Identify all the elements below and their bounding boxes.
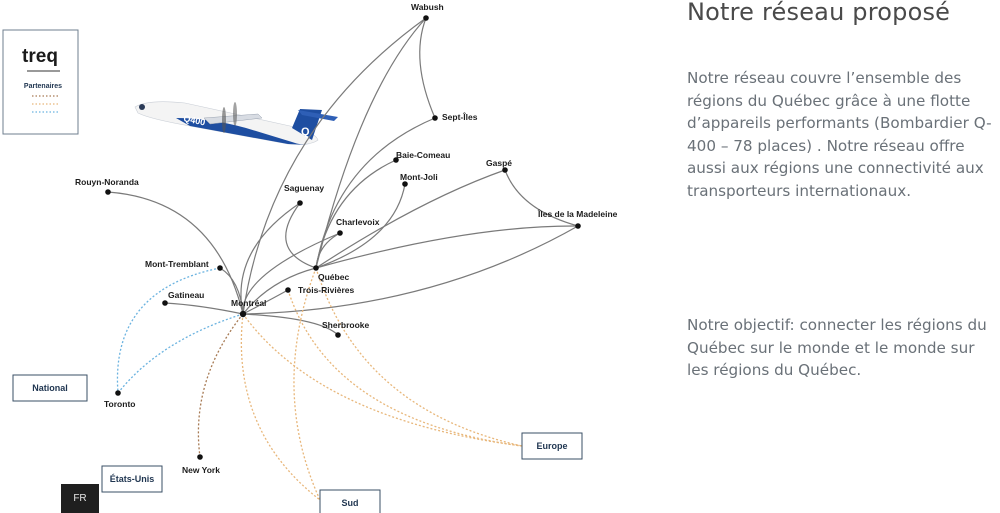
aircraft-fuselage <box>134 101 319 145</box>
region-label-national: National <box>32 383 68 393</box>
route-quebec-mont-joli <box>315 183 406 269</box>
route-montreal-new-york <box>197 313 244 458</box>
city-label-charlevoix: Charlevoix <box>336 217 380 227</box>
city-label-sherbrooke: Sherbrooke <box>322 320 370 330</box>
city-dot-new-york <box>197 454 203 460</box>
city-dot-toronto <box>115 390 121 396</box>
city-dot-sherbrooke <box>335 332 341 338</box>
route-quebec-iles <box>315 225 579 269</box>
city-dot-saguenay <box>297 200 303 206</box>
city-dot-baie-comeau <box>393 157 399 163</box>
etats-unis-routes <box>197 313 244 458</box>
city-dot-quebec <box>313 265 319 271</box>
aircraft-illustration: Q Q400 <box>134 101 338 145</box>
city-label-mont-tremblant: Mont-Tremblant <box>145 259 209 269</box>
aircraft-cockpit <box>139 104 145 110</box>
aircraft-propeller-right <box>233 102 237 126</box>
route-quebec-sept-iles <box>315 117 436 269</box>
network-description: Notre réseau couvre l’ensemble des régio… <box>687 69 992 200</box>
city-label-montreal: Montréal <box>231 298 266 308</box>
aircraft-model-label: Q400 <box>183 113 207 127</box>
city-dot-montreal <box>239 310 247 318</box>
city-dot-gatineau <box>162 300 168 306</box>
region-box-etats-unis: États-Unis <box>101 465 163 493</box>
city-dot-trois-rivieres <box>285 287 291 293</box>
region-box-national: National <box>12 374 88 402</box>
route-montreal-sherbrooke <box>242 313 339 336</box>
legend-title: Partenaires <box>24 83 62 90</box>
page-title: Notre réseau proposé <box>687 0 951 26</box>
international-routes <box>240 267 523 501</box>
city-label-mont-joli: Mont-Joli <box>400 172 438 182</box>
city-labels: Wabush Sept-Îles Baie-Comeau Mont-Joli G… <box>75 2 618 475</box>
route-montreal-quebec <box>242 267 317 315</box>
route-quebec-sud <box>293 267 321 501</box>
city-label-wabush: Wabush <box>411 2 444 12</box>
route-quebec-baie-comeau <box>315 159 397 269</box>
route-montreal-gatineau <box>164 302 244 315</box>
city-dot-charlevoix <box>337 230 343 236</box>
route-quebec-saguenay <box>285 202 317 269</box>
city-label-saguenay: Saguenay <box>284 183 324 193</box>
city-dot-rouyn-noranda <box>105 189 111 195</box>
treq-logo: treq <box>22 46 58 67</box>
city-label-rouyn-noranda: Rouyn-Noranda <box>75 177 139 187</box>
route-quebec-europe <box>315 267 523 447</box>
partners-legend: treq Partenaires <box>2 29 79 135</box>
national-routes <box>116 267 244 394</box>
region-box-sud: Sud <box>319 489 381 513</box>
route-trois-rivieres-europe <box>287 289 523 447</box>
route-quebec-gaspe <box>315 169 506 269</box>
city-label-toronto: Toronto <box>104 399 135 409</box>
route-montreal-rouyn <box>107 191 244 315</box>
route-quebec-wabush <box>315 17 427 269</box>
region-label-etats-unis: États-Unis <box>110 474 155 484</box>
route-gaspe-iles <box>504 169 579 227</box>
route-montreal-sud <box>240 313 321 501</box>
city-label-new-york: New York <box>182 465 220 475</box>
region-box-europe: Europe <box>521 432 583 460</box>
route-mont-tremblant-toronto <box>116 267 221 394</box>
region-label-sud: Sud <box>342 498 359 508</box>
aircraft-propeller-left <box>222 107 226 133</box>
route-montreal-toronto <box>117 313 244 394</box>
route-wabush-sept-iles <box>419 17 436 119</box>
region-label-europe: Europe <box>536 441 567 451</box>
route-montreal-mont-tremblant <box>219 267 244 315</box>
route-montreal-iles <box>242 225 579 315</box>
objective-description: Notre objectif: connecter les régions du… <box>687 316 987 380</box>
city-label-sept-iles: Sept-Îles <box>442 111 478 122</box>
aircraft-stabilizer <box>298 110 338 121</box>
city-dot-mont-joli <box>402 181 408 187</box>
aircraft-tail-letter: Q <box>301 126 310 138</box>
domestic-routes <box>107 17 579 336</box>
aircraft-livery <box>176 118 310 145</box>
city-label-iles-madeleine: Îles de la Madeleine <box>537 208 618 219</box>
aircraft-wing <box>203 113 263 125</box>
city-label-gaspe: Gaspé <box>486 158 512 168</box>
route-map: treq Partenaires Q Q400 <box>2 2 618 513</box>
city-label-trois-rivieres: Trois-Rivières <box>298 285 354 295</box>
route-montreal-trois-rivieres <box>242 289 289 315</box>
city-dot-gaspe <box>502 167 508 173</box>
city-markers <box>105 15 581 460</box>
city-dot-mont-tremblant <box>217 265 223 271</box>
city-dot-iles-madeleine <box>575 223 581 229</box>
language-button[interactable]: FR <box>61 484 99 513</box>
city-label-gatineau: Gatineau <box>168 290 204 300</box>
city-dot-wabush <box>423 15 429 21</box>
city-label-quebec: Québec <box>318 272 349 282</box>
city-label-baie-comeau: Baie-Comeau <box>396 150 450 160</box>
route-montreal-europe <box>242 313 523 447</box>
route-montreal-wabush <box>242 17 427 315</box>
city-dot-sept-iles <box>432 115 438 121</box>
